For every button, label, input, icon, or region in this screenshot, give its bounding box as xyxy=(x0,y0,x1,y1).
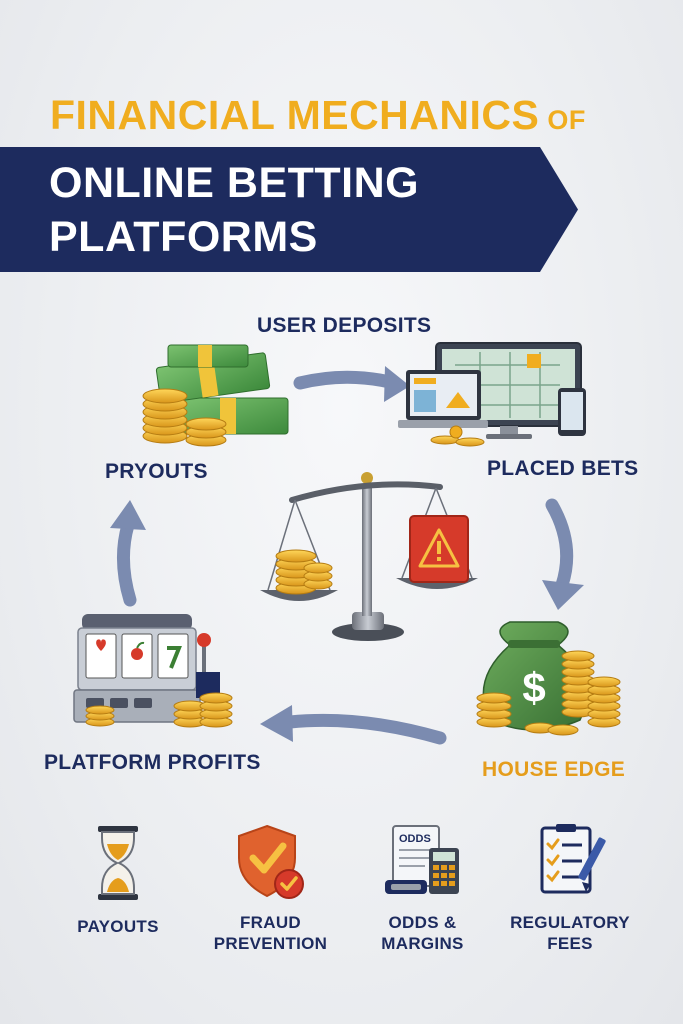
computer-monitor-devices-icon xyxy=(398,342,586,447)
label-platform-profits: PLATFORM PROFITS xyxy=(44,751,261,774)
bottom-item-fraud-prevention: FRAUD PREVENTION xyxy=(203,822,338,954)
title-banner: ONLINE BETTING PLATFORMS xyxy=(0,147,578,272)
title-suffix: OF xyxy=(547,105,586,135)
bottom-label-regulatory-1: REGULATORY xyxy=(510,913,630,932)
arrow-profits-to-payouts xyxy=(110,500,146,607)
arrow-edge-to-profits xyxy=(260,705,447,745)
bottom-label-fraud-2: PREVENTION xyxy=(213,934,328,953)
hourglass-icon xyxy=(98,826,138,900)
svg-text:$: $ xyxy=(522,664,545,711)
arrow-bets-to-edge xyxy=(542,498,584,610)
odds-doc-text: ODDS xyxy=(399,833,431,845)
bottom-label-odds-2: MARGINS xyxy=(381,934,464,953)
clipboard-checklist-icon xyxy=(540,824,606,894)
money-bag-coins-icon: $ xyxy=(476,621,621,736)
bottom-item-payouts: PAYOUTS xyxy=(58,822,178,937)
arrow-deposits-to-bets xyxy=(293,366,410,402)
cash-stack-coins-icon xyxy=(142,344,289,447)
bottom-label-regulatory-2: FEES xyxy=(547,934,593,953)
title-main: FINANCIAL MECHANICS xyxy=(50,92,540,138)
label-house-edge: HOUSE EDGE xyxy=(482,758,626,781)
bottom-label-odds-1: ODDS & xyxy=(388,913,457,932)
label-user-deposits: USER DEPOSITS xyxy=(257,314,432,337)
shield-check-icon xyxy=(237,824,304,899)
banner-line-1: ONLINE BETTING xyxy=(49,159,420,207)
label-pryouts: PRYOUTS xyxy=(105,460,208,483)
bottom-item-regulatory-fees: REGULATORY FEES xyxy=(505,822,635,954)
bottom-item-odds-margins: ODDS ODDS & MARGINS xyxy=(365,822,480,954)
label-placed-bets: PLACED BETS xyxy=(487,457,639,480)
banner-line-2: PLATFORMS xyxy=(49,213,318,261)
balance-scale-icon xyxy=(260,472,478,641)
bottom-label-payouts-1: PAYOUTS xyxy=(77,917,159,936)
slot-machine-icon xyxy=(73,614,233,728)
bottom-label-fraud-1: FRAUD xyxy=(240,913,301,932)
odds-calculator-icon: ODDS xyxy=(384,825,459,894)
